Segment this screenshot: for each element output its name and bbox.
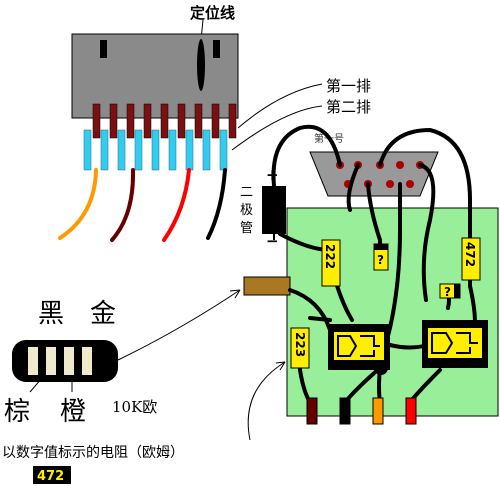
dsub-body xyxy=(309,151,439,197)
pin-row-two xyxy=(83,129,228,171)
resistor-223-label: 223 xyxy=(293,332,307,357)
row1-pointer xyxy=(237,83,323,129)
numeric-example-label: 472 xyxy=(37,469,64,484)
wire-black xyxy=(206,168,227,240)
color-orange-label: 橙 xyxy=(60,397,86,427)
resistor-223: 223 xyxy=(290,327,310,369)
connector-slot xyxy=(100,40,107,58)
diode: + − 二 极 管 xyxy=(240,166,286,250)
junction-node xyxy=(374,361,388,375)
terminal-orange xyxy=(372,397,384,425)
terminal-black xyxy=(339,397,351,425)
chip-right xyxy=(422,320,488,368)
color-black-label: 黑 xyxy=(38,299,64,329)
edge-tab xyxy=(243,276,291,296)
row1-label: 第一排 xyxy=(326,77,371,95)
diode-label-char2: 极 xyxy=(240,203,253,218)
pin-row-one xyxy=(92,103,237,139)
resistor-472: 472 xyxy=(461,237,481,281)
resistor-222-label: 222 xyxy=(323,244,337,269)
band-4 xyxy=(82,347,92,375)
unknown-a-label: ? xyxy=(377,253,384,267)
positioning-line-label: 定位线 xyxy=(190,4,235,22)
row2-pointer xyxy=(231,105,323,151)
diode-body xyxy=(262,186,286,234)
band-1 xyxy=(28,347,38,375)
numeric-example-box xyxy=(33,466,71,484)
band-2 xyxy=(46,347,56,375)
resistor-222: 222 xyxy=(321,239,341,287)
color-gold-label: 金 xyxy=(90,299,116,329)
diode-minus: − xyxy=(266,232,279,250)
wire-orange xyxy=(58,168,98,240)
resistor-472-label: 472 xyxy=(463,242,477,267)
positioning-slot xyxy=(197,39,205,91)
terminal-red xyxy=(405,397,417,425)
wire-red xyxy=(162,168,191,242)
resistor-value: 10K欧 xyxy=(112,398,157,416)
wire-maroon xyxy=(110,168,136,242)
unknown-b-label: ? xyxy=(444,285,451,299)
numeric-resistor-caption: 以数字值标示的电阻（欧姆） xyxy=(2,445,184,461)
row2-label: 第二排 xyxy=(326,98,371,116)
bottom-terminals xyxy=(306,397,417,425)
pointer-arrows xyxy=(117,289,286,441)
dsub-connector: 第一号 xyxy=(309,132,439,197)
band-3 xyxy=(64,347,74,375)
terminal-maroon xyxy=(306,397,318,425)
diode-label-char1: 二 xyxy=(240,185,253,200)
header-connector: 定位线 xyxy=(58,4,371,242)
unknown-component-b: ? xyxy=(439,283,461,299)
unknown-component-a: ? xyxy=(373,243,389,271)
connector-slot xyxy=(213,40,220,58)
diode-label-char3: 管 xyxy=(240,221,253,236)
color-brown-label: 棕 xyxy=(4,397,30,427)
color-band-resistor: 黑 金 棕 橙 10K欧 xyxy=(4,299,157,427)
